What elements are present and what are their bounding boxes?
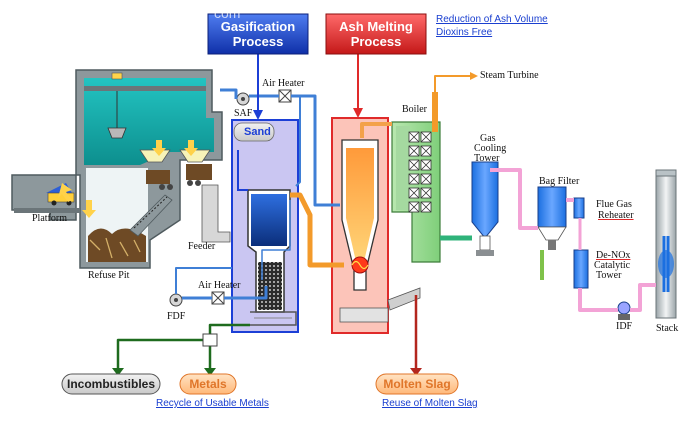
molten-slag-pill-bg [375,373,459,395]
header-pointer-arrows [253,52,363,120]
boiler-coil-cross [420,201,432,213]
stack [655,169,677,319]
boiler-coil-cross [408,201,420,213]
boiler-coil-cross [420,131,432,143]
sand-label: Sand [244,126,271,138]
flue-gas-label: Flue Gas [596,199,632,210]
refuse-bunker [11,69,223,269]
ash-melting-section [331,117,421,334]
metals-label: Metals [189,377,227,391]
boiler [391,92,441,263]
gasification-process-title: Gasification Process [220,19,296,49]
air-heater-top-label: Air Heater [262,78,305,89]
catalytic-label: Catalytic [594,260,631,271]
gas-cooling-tower [471,161,499,256]
gas-cooling-tower-label-2: Cooling [474,143,507,154]
reduction-ash-volume-link[interactable]: Reduction of Ash Volume [436,14,548,25]
fdf-label: FDF [167,311,186,322]
refuse-pit-label: Refuse Pit [88,270,130,281]
gasification-header-box [207,13,309,55]
reuse-molten-slag-link[interactable]: Reuse of Molten Slag [382,398,478,409]
gasification-section [231,119,299,333]
feeder-label: Feeder [188,241,216,252]
dioxins-free-link[interactable]: Dioxins Free [436,27,493,38]
feed-hoppers [58,140,212,237]
incombustibles-label: Incombustibles [66,377,155,391]
idf-label: IDF [616,321,633,332]
ash-melting-process-title: Ash Melting Process [339,19,413,49]
bag-filter-label: Bag Filter [539,176,580,187]
molten-slag-label: Molten Slag [383,377,451,391]
boiler-coil-cross [420,159,432,171]
gas-cooling-tower-label-1: Gas [480,133,496,144]
boiler-coil-cross [408,131,420,143]
fdf-fan-icon [169,293,183,307]
boiler-coil-cross [408,159,420,171]
idf-fan-icon [617,301,631,320]
saf-fan-icon [236,92,250,106]
de-nox-catalytic-tower [573,249,589,289]
air-heater-icon [211,89,292,305]
metals-pill-bg [179,373,237,395]
platform-label: Platform [32,213,67,224]
boiler-coil-cross [408,187,420,199]
reheater-label: Reheater [598,210,634,221]
stack-label: Stack [656,323,679,334]
boiler-label: Boiler [402,104,427,115]
arrowheads [112,72,478,376]
flow-pipes [116,75,656,368]
boiler-coil-cross [420,173,432,185]
ash-melting-header-box [325,13,427,55]
bag-filter [537,186,567,280]
flue-gas-reheater [573,197,585,219]
steam-turbine-label: Steam Turbine [480,70,539,81]
boiler-coil-cross [408,173,420,185]
feeder-chute [201,184,231,243]
recycle-usable-metals-link[interactable]: Recycle of Usable Metals [156,398,269,409]
magnetic-separator [202,333,218,347]
gas-cooling-tower-label-3: Tower [474,153,500,164]
tower-label: Tower [596,270,622,281]
air-heater-bottom-label: Air Heater [198,280,241,291]
boiler-coil-cross [408,145,420,157]
boiler-coil-cross [420,145,432,157]
de-nox-label: De-NOx [596,250,631,261]
saf-label: SAF [234,108,253,119]
boiler-coil-cross [420,187,432,199]
watermark-text: com [214,5,241,21]
incombustibles-pill-bg [61,373,161,395]
